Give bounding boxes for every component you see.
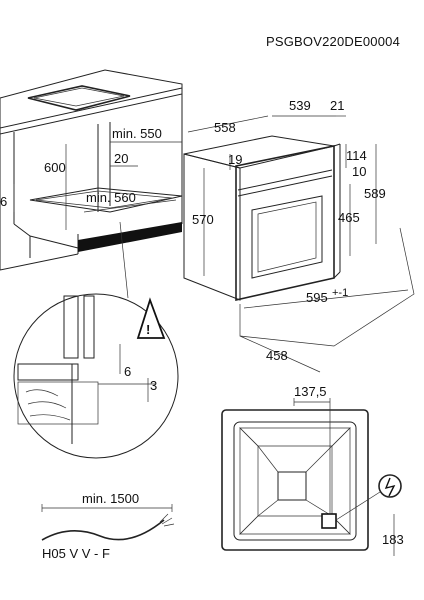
warning-icon xyxy=(136,297,166,339)
dim-detail-gap-6: 6 xyxy=(124,364,131,379)
dim-oven-width: 558 xyxy=(214,120,236,135)
dim-cabinet-height: 600 xyxy=(44,160,66,175)
plinth-bar xyxy=(78,222,182,252)
dim-oven-height: 570 xyxy=(192,212,214,227)
dim-cabinet-width: min. 550 xyxy=(112,126,162,141)
model-code: PSGBOV220DE00004 xyxy=(266,34,400,49)
cable-type: H05 V V - F xyxy=(42,546,110,561)
warning-mark: ! xyxy=(146,322,150,337)
dim-cabinet-gap: 20 xyxy=(114,151,128,166)
hob-icon xyxy=(27,85,131,111)
dim-door-height: 465 xyxy=(338,210,360,225)
rear-view: 137,5 183 xyxy=(221,384,404,556)
electric-hazard-icon xyxy=(378,474,402,498)
cable-icon xyxy=(41,519,165,541)
dim-front-panel-depth: 21 xyxy=(330,98,344,113)
oven-body xyxy=(183,135,341,301)
cabinet-dimensions: min. 550 20 600 min. 560 6 xyxy=(0,126,182,230)
kitchen-cabinet xyxy=(0,69,183,271)
dim-oven-total-depth: 539 xyxy=(289,98,311,113)
cable-spec: min. 1500 H05 V V - F xyxy=(41,491,175,561)
dim-detail-gap-3: 3 xyxy=(150,378,157,393)
detail-zoom: ! 6 3 xyxy=(13,221,179,459)
dim-front-width-tolerance: +-1 xyxy=(332,287,348,299)
dim-front-height: 589 xyxy=(364,186,386,201)
dim-socket-x: 137,5 xyxy=(294,384,327,399)
dim-front-width: 595 xyxy=(306,290,328,305)
dim-oven-depth: 458 xyxy=(266,348,288,363)
dim-floor-offset: 6 xyxy=(0,194,7,209)
dim-cabinet-depth: min. 560 xyxy=(86,190,136,205)
oven-dimensions: 558 539 21 19 570 114 10 465 589 595 +-1… xyxy=(187,98,415,373)
dim-socket-y: 183 xyxy=(382,532,404,547)
socket-box xyxy=(321,513,337,529)
dim-cable-length: min. 1500 xyxy=(82,491,139,506)
dim-front-inner-offset: 10 xyxy=(352,164,366,179)
dim-front-top-offset: 114 xyxy=(346,148,367,163)
dim-top-offset: 19 xyxy=(228,152,242,167)
